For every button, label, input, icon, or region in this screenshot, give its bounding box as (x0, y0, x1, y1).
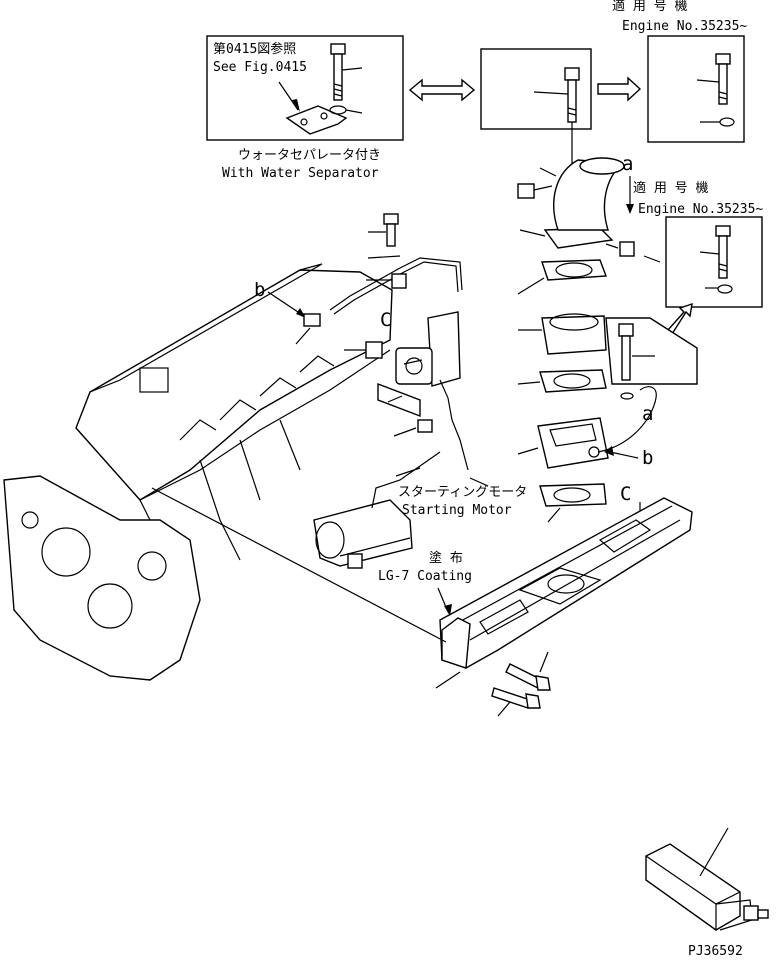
right-arrow-icon (597, 76, 642, 102)
water-separator-jp-label: ウォータセパレータ付き (238, 148, 381, 163)
starting-motor-en-label: Starting Motor (402, 503, 512, 518)
fitting-icon (517, 183, 535, 199)
engine-no-label-2: Engine No.35235~ (638, 202, 763, 217)
gasket-icon (541, 259, 607, 281)
diagonal-arrow-icon (667, 302, 693, 336)
double-arrow-icon (408, 78, 476, 102)
gasket-icon (539, 483, 607, 507)
water-separator-en-label: With Water Separator (222, 166, 379, 181)
bolt-icon (715, 53, 731, 65)
ref-fig-jp-label: 第0415図参照 (213, 41, 296, 57)
heater-wire-icon (597, 386, 657, 453)
callout-a-top: a (622, 153, 633, 175)
manifold-bolt-icon (491, 687, 541, 709)
relay-icon (395, 347, 433, 385)
coating-en-label: LG-7 Coating (378, 569, 472, 584)
bolt-icon (417, 419, 433, 433)
bracket-plate-icon (285, 105, 348, 135)
applicable-jp-label-2: 適 用 号 機 (633, 180, 708, 196)
manifold-bolt-icon (505, 663, 551, 691)
callout-b-left: b (254, 279, 265, 301)
bolt-icon (383, 213, 399, 225)
elbow-flange-icon (543, 227, 614, 249)
spacer-block-icon (541, 315, 607, 355)
gear-case-icon (3, 475, 201, 681)
callout-c-right: C (620, 483, 631, 505)
starting-motor-icon (313, 499, 413, 569)
bolt-icon (564, 67, 580, 81)
bolt-icon (365, 341, 383, 359)
washer-icon (717, 284, 733, 294)
engine-no-box-2 (665, 216, 763, 308)
connector-icon (303, 313, 321, 327)
callout-c-left: C (380, 309, 391, 331)
relay-wire-icon (439, 379, 469, 471)
bolt-icon (618, 323, 634, 337)
drawing-number: PJ36592 (688, 944, 743, 959)
gasket-icon (539, 369, 607, 393)
engine-no-label-1: Engine No.35235~ (622, 19, 747, 34)
shaft-detail-icon (645, 843, 769, 931)
ref-fig-en-label: See Fig.0415 (213, 60, 307, 75)
clip-icon (391, 273, 407, 289)
bolt-icon (715, 225, 731, 237)
intake-manifold-icon (439, 497, 693, 669)
starting-motor-jp-label: スターティングモータ (398, 485, 527, 500)
callout-a-mid: a (642, 403, 653, 425)
fitting-icon (619, 241, 635, 257)
fuel-pipe-icon (329, 257, 463, 311)
applicable-jp-label-1: 適 用 号 機 (612, 0, 687, 14)
coating-jp-label: 塗 布 (429, 550, 463, 566)
relay-bracket-icon (427, 311, 461, 387)
callout-b-right: b (642, 447, 653, 469)
bracket-icon (377, 382, 421, 418)
bolt-icon (330, 43, 346, 55)
